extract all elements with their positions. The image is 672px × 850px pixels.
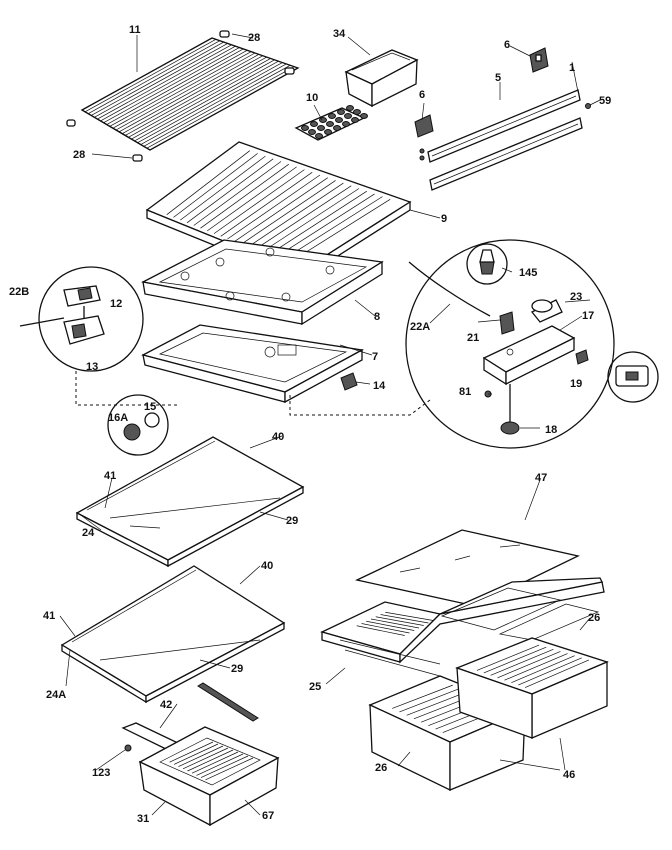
part-10-egg-tray: [294, 105, 368, 141]
callout-42: 42: [160, 699, 172, 711]
callout-24a: 24A: [46, 689, 66, 701]
callout-41-upper: 41: [104, 470, 116, 482]
part-5-rail: [419, 89, 581, 163]
callout-47: 47: [535, 472, 547, 484]
detail-circle-right: [405, 239, 615, 449]
callout-67: 67: [262, 810, 274, 822]
callout-21: 21: [467, 332, 479, 344]
detail-circle-left: [19, 266, 144, 372]
part-42-rail: [197, 682, 259, 722]
callout-59: 59: [599, 95, 611, 107]
callout-15: 15: [144, 401, 156, 413]
callout-10: 10: [306, 92, 318, 104]
callout-17: 17: [582, 310, 594, 322]
part-59-screw: [585, 103, 591, 109]
callout-labels: 11 28 28 34 6 6 1 5 59 10 9 22B 12 13 8 …: [9, 24, 611, 825]
callout-9: 9: [441, 213, 447, 225]
callout-31: 31: [137, 813, 149, 825]
part-14-switch: [340, 372, 358, 391]
callout-22b: 22B: [9, 286, 29, 298]
leader-lines: [59, 33, 601, 816]
callout-24: 24: [82, 527, 95, 539]
callout-11: 11: [129, 24, 141, 36]
callout-7: 7: [372, 351, 378, 363]
crisper-drawer-left: [121, 722, 280, 827]
detail-circle-bulb: [107, 394, 169, 456]
callout-29-lower: 29: [231, 663, 243, 675]
callout-6-lower: 6: [419, 89, 425, 101]
callout-22a: 22A: [410, 321, 430, 333]
callout-28-upper: 28: [248, 32, 260, 44]
leader-dashes-left: [75, 371, 431, 416]
part-47-glass-top: [355, 529, 580, 607]
part-11-wire-shelf: [80, 37, 300, 151]
callout-40-lower: 40: [261, 560, 273, 572]
callout-26-lower: 26: [375, 762, 387, 774]
callout-34: 34: [333, 28, 346, 40]
callout-46: 46: [563, 769, 575, 781]
part-1-rail: [429, 117, 583, 191]
callout-13: 13: [86, 361, 98, 373]
callout-6-upper: 6: [504, 39, 510, 51]
part-8-frame: [141, 239, 384, 326]
part-25-cover-frame: [320, 577, 605, 677]
callout-12: 12: [110, 298, 122, 310]
callout-23: 23: [570, 291, 582, 303]
part-34-bin: [344, 49, 419, 108]
glass-shelf-upper: [75, 436, 305, 568]
callout-1: 1: [569, 62, 575, 74]
callout-16a: 16A: [108, 412, 128, 424]
crisper-drawer-right-back: [455, 637, 609, 739]
callout-81: 81: [459, 386, 471, 398]
callout-25: 25: [309, 681, 321, 693]
part-28-shelf-end-caps: [66, 30, 295, 162]
callout-14: 14: [373, 380, 386, 392]
callout-28-lower: 28: [73, 149, 85, 161]
callout-40-upper: 40: [272, 431, 284, 443]
callout-18: 18: [545, 424, 557, 436]
callout-41-lower: 41: [43, 610, 55, 622]
part-6-clip-upper: [529, 47, 549, 73]
callout-19: 19: [570, 378, 582, 390]
glass-shelf-lower: [60, 565, 286, 704]
callout-123: 123: [92, 767, 110, 779]
part-6-clip-lower: [414, 114, 434, 138]
callout-8: 8: [374, 311, 380, 323]
detail-circle-switch-cover: [607, 351, 659, 403]
part-7-tray: [141, 324, 364, 404]
callout-5: 5: [495, 72, 501, 84]
callout-29-upper: 29: [286, 515, 298, 527]
callout-145: 145: [519, 267, 537, 279]
crisper-drawer-right-front: [368, 675, 527, 792]
callout-26-upper: 26: [588, 612, 600, 624]
